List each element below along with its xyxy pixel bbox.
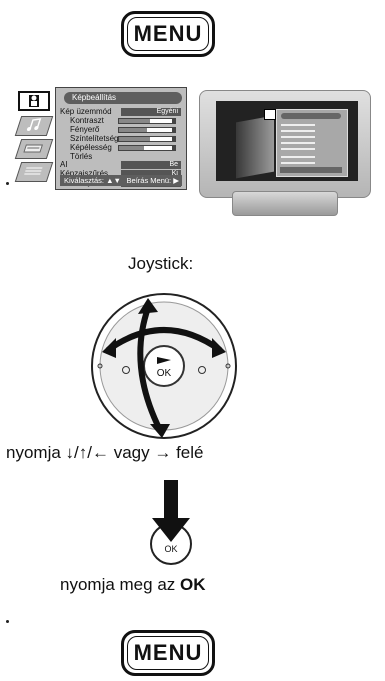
tv-stand — [232, 191, 338, 216]
menu-row-label: Képélesség — [70, 142, 112, 152]
ok-word: OK — [180, 575, 206, 594]
feature-tab-icon[interactable] — [14, 162, 54, 182]
menu-row-label: Színtelítetség — [70, 133, 119, 143]
picture-tab-icon — [264, 109, 276, 120]
ok-button-icon[interactable]: OK — [146, 478, 196, 566]
menu-row-label: Törlés — [70, 151, 93, 161]
menu-label: MENU — [133, 21, 203, 46]
instruction-prefix: nyomja — [6, 443, 66, 462]
menu-row-value: Be — [121, 161, 181, 170]
instruction-press-ok: nyomja meg az OK — [60, 575, 206, 595]
slider-fill — [119, 145, 145, 150]
menu-glow — [236, 115, 274, 179]
menu-button-top[interactable]: MENU — [121, 11, 215, 57]
instruction-suffix: felé — [171, 443, 204, 462]
menu-button-bottom[interactable]: MENU — [121, 630, 215, 676]
menu-title: Képbeállítás — [64, 92, 182, 104]
footer-select-hint: Kiválasztás: ▲▼ — [64, 176, 121, 185]
arrow-left-icon: ← — [92, 443, 109, 462]
tv-menu-miniature — [276, 109, 348, 177]
menu-row-label: Képzajszűrés — [60, 169, 109, 179]
footer-enter-hint: Beírás Menü: ▶ — [126, 176, 179, 185]
menu-row[interactable]: Színtelítetség — [60, 134, 182, 144]
picture-tab-icon[interactable] — [18, 91, 50, 111]
menu-row-slider[interactable] — [118, 144, 176, 151]
menu-row-value: Ki — [121, 170, 181, 179]
instruction-middle: vagy — [109, 443, 155, 462]
joystick-icon[interactable]: OK — [88, 290, 240, 442]
menu-row-slider[interactable] — [118, 135, 176, 142]
menu-row[interactable]: Törlés — [60, 152, 182, 162]
menu-footer: Kiválasztás: ▲▼ Beírás Menü: ▶ — [60, 175, 182, 186]
menu-row-label: AI — [60, 160, 68, 170]
ok-label: OK — [164, 544, 177, 554]
slider-fill — [119, 136, 150, 141]
menu-row-label: Kép üzemmód — [60, 107, 112, 116]
slider-fill — [119, 127, 147, 132]
setup-tab-icon[interactable] — [14, 139, 54, 159]
arrow-down-icon: ↓ — [65, 443, 75, 462]
menu-row[interactable]: Kontraszt — [60, 116, 182, 126]
ok-center-label: OK — [157, 368, 172, 379]
menu-row-value: Egyéni — [121, 108, 181, 116]
arrow-right-icon: → — [154, 443, 172, 462]
instruction-prefix: nyomja meg az — [60, 575, 180, 594]
menu-row[interactable]: Fényerő — [60, 125, 182, 135]
menu-row-slider[interactable] — [118, 126, 176, 133]
instruction-direction: nyomja ↓/↑/← vagy → felé — [6, 443, 204, 462]
arrow-up-icon: ↑ — [78, 443, 88, 462]
menu-row[interactable]: AI Be — [60, 160, 182, 170]
tv-screen — [216, 101, 358, 181]
menu-row[interactable]: Képélesség — [60, 143, 182, 153]
menu-row[interactable]: Képzajszűrés Ki — [60, 169, 182, 179]
tv-illustration — [199, 90, 371, 198]
menu-label: MENU — [133, 640, 203, 665]
sound-tab-icon[interactable] — [14, 116, 54, 136]
step-marker — [6, 182, 9, 185]
menu-row-label: Fényerő — [70, 124, 100, 134]
step-marker — [6, 620, 9, 623]
menu-row-label: Kontraszt — [70, 115, 104, 125]
menu-row-slider[interactable] — [118, 117, 176, 124]
slider-fill — [119, 118, 150, 123]
joystick-title: Joystick: — [128, 254, 194, 273]
menu-row[interactable]: Kép üzemmód Egyéni — [60, 107, 182, 117]
